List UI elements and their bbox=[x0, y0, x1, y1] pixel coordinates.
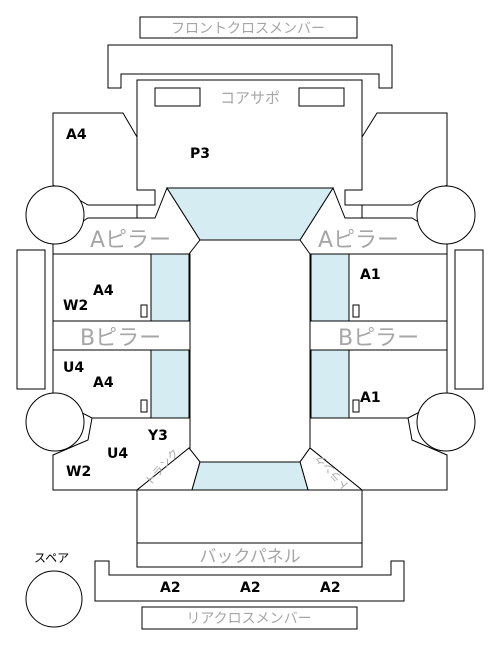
rear-right-wheel bbox=[416, 392, 476, 452]
spare-label: スペア bbox=[34, 551, 69, 565]
a-pillar-left-label: Aピラー bbox=[90, 228, 171, 253]
front-cross-member bbox=[107, 44, 393, 89]
spare-tire bbox=[25, 570, 83, 628]
rear-left-quarter-damage-code-1: Y3 bbox=[147, 428, 168, 444]
rear-left-door-damage-code-2: A4 bbox=[93, 375, 114, 391]
b-pillar-left-label: Bピラー bbox=[80, 326, 161, 351]
front-left-wheel bbox=[25, 185, 85, 245]
front-cross-member-label-box bbox=[139, 16, 358, 39]
front-right-wheel bbox=[416, 185, 476, 245]
rear-left-wheel bbox=[25, 392, 85, 452]
rear-cross-member-label: リアクロスメンバー bbox=[186, 611, 311, 627]
roof bbox=[188, 239, 311, 463]
left-side-sill bbox=[16, 249, 46, 390]
rear-right-door-handle bbox=[352, 399, 360, 413]
front-right-door-handle bbox=[352, 304, 360, 318]
rear-cross-member bbox=[94, 560, 405, 602]
core-support-right-piece bbox=[298, 87, 345, 107]
trunk-lid bbox=[136, 489, 363, 544]
front-left-door-window bbox=[150, 253, 190, 322]
b-pillar-left bbox=[52, 320, 191, 351]
front-left-door-handle bbox=[140, 304, 148, 318]
front-right-door-window bbox=[310, 253, 350, 322]
front-left-fender-damage-code: A4 bbox=[66, 127, 87, 143]
front-left-door-damage-code-1: A4 bbox=[93, 283, 114, 299]
rear-cross-member-damage-code-3: A2 bbox=[320, 580, 341, 596]
rear-left-quarter-damage-code-2: U4 bbox=[107, 446, 128, 462]
rear-left-door-handle bbox=[140, 399, 148, 413]
rear-right-quarter bbox=[309, 417, 448, 491]
right-side-sill bbox=[454, 249, 484, 390]
back-panel bbox=[136, 542, 363, 568]
rear-cross-member-label-box bbox=[141, 606, 358, 630]
rear-cross-member-damage-code-2: A2 bbox=[240, 580, 261, 596]
a-pillar-right-label: Aピラー bbox=[318, 228, 399, 253]
hood-damage-code: P3 bbox=[190, 146, 210, 162]
front-left-door-damage-code-2: W2 bbox=[63, 298, 88, 314]
rear-right-door-damage-code: A1 bbox=[360, 390, 381, 406]
rear-cross-member-damage-code-1: A2 bbox=[160, 580, 181, 596]
rear-window bbox=[191, 461, 309, 491]
front-cross-member-label: フロントクロスメンバー bbox=[171, 21, 325, 37]
b-pillar-right bbox=[309, 320, 448, 351]
rear-left-door-damage-code-1: U4 bbox=[63, 360, 84, 376]
rear-right-door-window bbox=[310, 349, 350, 419]
front-right-door-damage-code: A1 bbox=[360, 267, 381, 283]
core-support-label: コアサポ bbox=[220, 89, 280, 107]
rear-left-quarter bbox=[52, 417, 191, 491]
rear-left-door-window bbox=[150, 349, 190, 419]
b-pillar-right-label: Bピラー bbox=[338, 326, 419, 351]
back-panel-label: バックパネル bbox=[199, 547, 300, 567]
rear-left-quarter-damage-code-3: W2 bbox=[66, 464, 91, 480]
core-support-left-piece bbox=[154, 87, 201, 107]
